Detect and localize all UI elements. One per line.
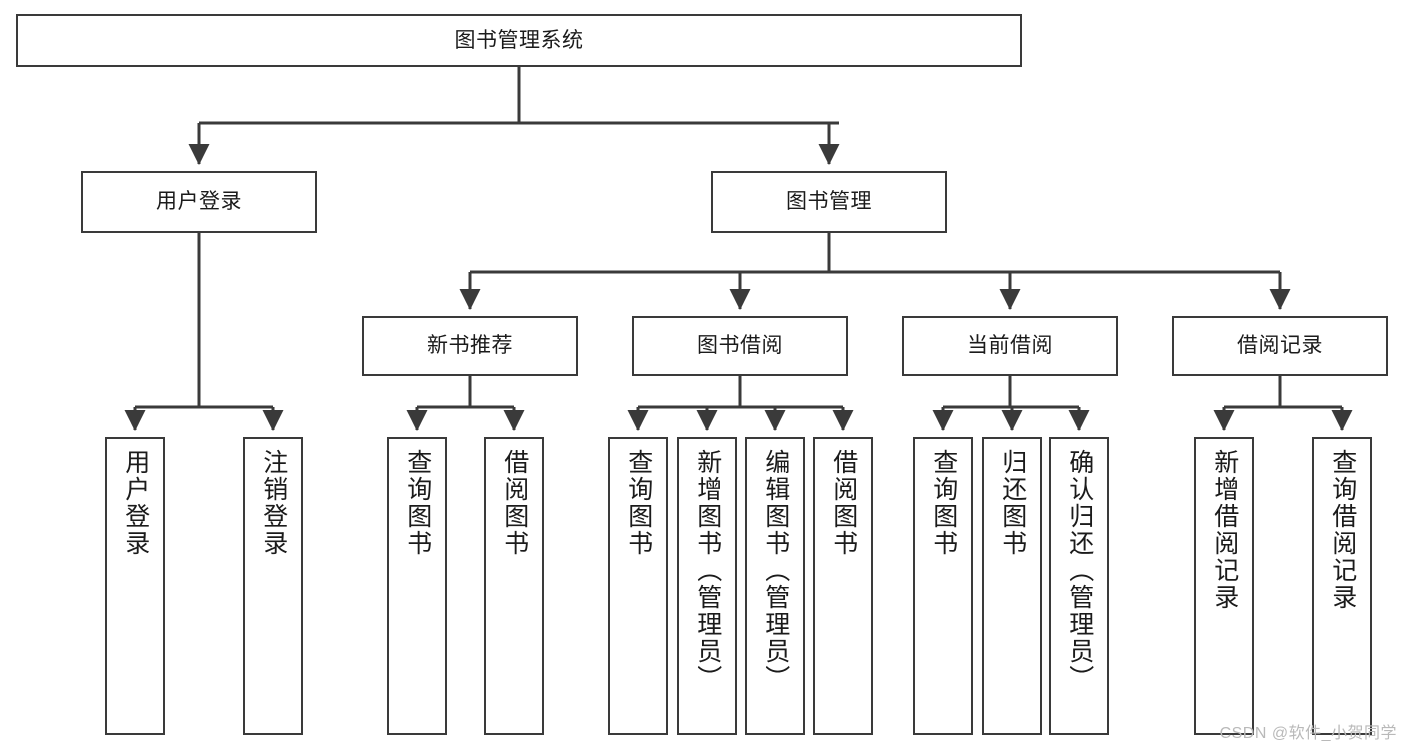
node-current-borrow[interactable]: 当前借阅 xyxy=(902,316,1118,376)
leaf-node[interactable]: 借阅图书 xyxy=(484,437,544,735)
leaf-node-label: 新增图书（管理员） xyxy=(693,449,722,692)
node-root-label: 图书管理系统 xyxy=(454,28,584,52)
node-new-book-recommend-label: 新书推荐 xyxy=(427,334,513,358)
node-root[interactable]: 图书管理系统 xyxy=(16,14,1022,67)
leaf-node[interactable]: 新增图书（管理员） xyxy=(677,437,737,735)
leaf-node[interactable]: 注销登录 xyxy=(243,437,303,735)
leaf-node[interactable]: 归还图书 xyxy=(982,437,1042,735)
leaf-node-label: 用户登录 xyxy=(121,449,150,557)
node-book-management-label: 图书管理 xyxy=(786,190,872,214)
leaf-node-label: 查询图书 xyxy=(624,449,653,557)
node-new-book-recommend[interactable]: 新书推荐 xyxy=(362,316,578,376)
node-book-borrow[interactable]: 图书借阅 xyxy=(632,316,848,376)
leaf-node[interactable]: 借阅图书 xyxy=(813,437,873,735)
node-book-borrow-label: 图书借阅 xyxy=(697,334,783,358)
leaf-node[interactable]: 新增借阅记录 xyxy=(1194,437,1254,735)
leaf-node[interactable]: 查询借阅记录 xyxy=(1312,437,1372,735)
leaf-node-label: 借阅图书 xyxy=(829,449,858,557)
node-current-borrow-label: 当前借阅 xyxy=(967,334,1053,358)
leaf-node[interactable]: 用户登录 xyxy=(105,437,165,735)
leaf-node-label: 查询图书 xyxy=(403,449,432,557)
node-borrow-records[interactable]: 借阅记录 xyxy=(1172,316,1388,376)
node-user-login-label: 用户登录 xyxy=(156,190,242,214)
leaf-node-label: 借阅图书 xyxy=(500,449,529,557)
leaf-node[interactable]: 编辑图书（管理员） xyxy=(745,437,805,735)
leaf-node[interactable]: 查询图书 xyxy=(913,437,973,735)
node-user-login[interactable]: 用户登录 xyxy=(81,171,317,233)
leaf-node-label: 查询图书 xyxy=(929,449,958,557)
leaf-node[interactable]: 查询图书 xyxy=(387,437,447,735)
leaf-node-label: 新增借阅记录 xyxy=(1210,449,1239,611)
leaf-node-label: 注销登录 xyxy=(259,449,288,557)
leaf-node[interactable]: 确认归还（管理员） xyxy=(1049,437,1109,735)
leaf-node-label: 确认归还（管理员） xyxy=(1065,449,1094,692)
leaf-node-label: 查询借阅记录 xyxy=(1328,449,1357,611)
leaf-node-label: 编辑图书（管理员） xyxy=(761,449,790,692)
node-book-management[interactable]: 图书管理 xyxy=(711,171,947,233)
leaf-node[interactable]: 查询图书 xyxy=(608,437,668,735)
leaf-node-label: 归还图书 xyxy=(998,449,1027,557)
node-borrow-records-label: 借阅记录 xyxy=(1237,334,1323,358)
